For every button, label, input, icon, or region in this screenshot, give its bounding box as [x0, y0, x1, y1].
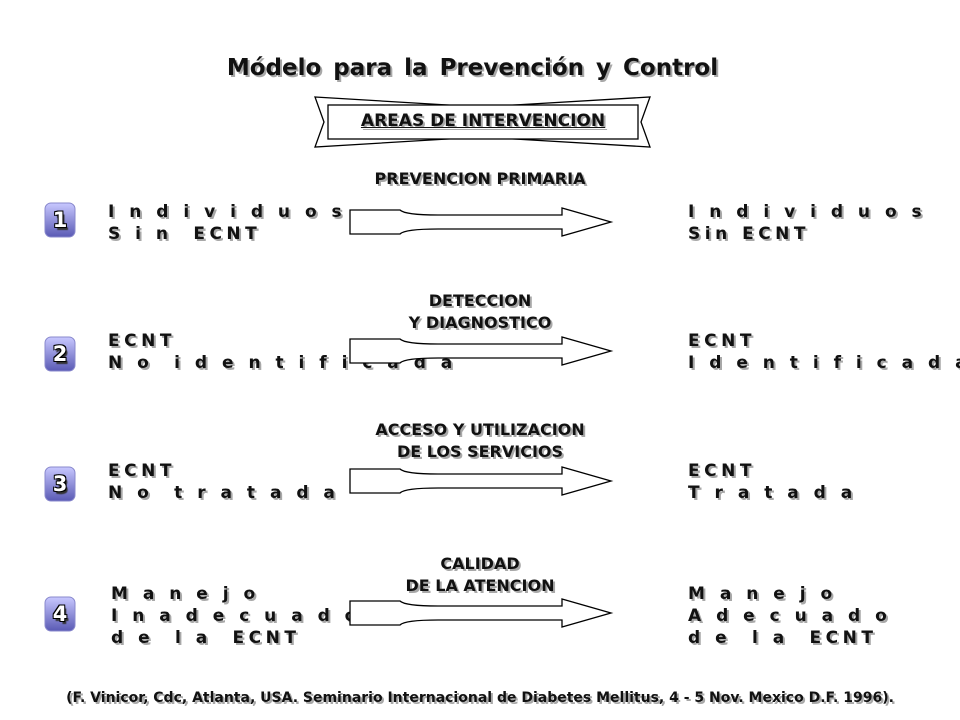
row2-arrow-icon — [349, 336, 614, 366]
step-number-4: 4 — [52, 602, 68, 626]
step-number-2: 2 — [52, 342, 68, 366]
step-badge-4: 4 — [44, 596, 76, 632]
step-badge-1: 1 — [44, 202, 76, 238]
banner-frame — [314, 96, 651, 148]
badge-shape-icon — [44, 202, 76, 238]
step-number-1: 1 — [52, 208, 68, 232]
row4-arrow-icon — [349, 598, 614, 628]
diagram-title: Módelo para la Prevención y Control — [226, 55, 719, 81]
row1-arrow-icon — [349, 207, 614, 237]
badge-shape-icon — [44, 336, 76, 372]
banner-text: AREAS DE INTERVENCION — [360, 111, 606, 131]
row1-middle-label: PREVENCION PRIMARIA — [374, 169, 586, 188]
badge-shape-icon — [44, 596, 76, 632]
source-citation: (F. Vinicor, Cdc, Atlanta, USA. Seminari… — [66, 690, 894, 706]
step-badge-3: 3 — [44, 466, 76, 502]
row3-arrow-icon — [349, 466, 614, 496]
step-number-3: 3 — [52, 472, 68, 496]
step-badge-2: 2 — [44, 336, 76, 372]
badge-shape-icon — [44, 466, 76, 502]
